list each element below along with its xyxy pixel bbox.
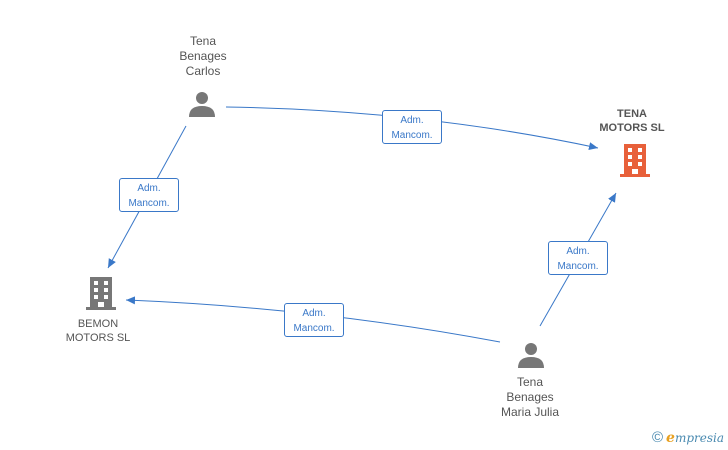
building-icon[interactable] [86, 276, 116, 310]
edge-label-maria-tena[interactable]: Adm. Mancom. [548, 241, 608, 275]
company-label-tena-motors[interactable]: TENA MOTORS SL [599, 107, 664, 135]
edge-label-line: Adm. [566, 246, 590, 257]
brand-name: mpresia [674, 431, 724, 445]
person-icon[interactable] [517, 341, 545, 369]
person-name-line: Benages [179, 49, 227, 63]
edge-label-carlos-tena[interactable]: Adm. Mancom. [382, 110, 442, 144]
person-name-line: Tena [189, 34, 217, 48]
edge-label-line: Mancom. [293, 323, 335, 334]
person-name-line: Tena [516, 375, 544, 389]
company-name-line: MOTORS SL [65, 332, 131, 344]
person-label-maria-julia[interactable]: Tena Benages Maria Julia [501, 375, 559, 420]
company-name-line: TENA [617, 108, 647, 120]
person-name-line: Maria Julia [500, 405, 560, 419]
edge-label-line: Adm. [302, 308, 326, 319]
edge-label-line: Mancom. [557, 261, 599, 272]
edge-label-line: Adm. [400, 115, 424, 126]
brand-initial: e [666, 430, 675, 446]
copyright-symbol: © [651, 429, 664, 446]
edge-label-line: Mancom. [391, 130, 433, 141]
company-label-bemon-motors[interactable]: BEMON MOTORS SL [66, 317, 131, 345]
company-name-line: MOTORS SL [599, 122, 665, 134]
edge-label-carlos-bemon[interactable]: Adm. Mancom. [119, 178, 179, 212]
building-icon[interactable] [620, 143, 650, 177]
person-label-carlos[interactable]: Tena Benages Carlos [179, 34, 226, 79]
person-name-line: Carlos [185, 64, 221, 78]
brand-logo[interactable]: empresia [666, 430, 724, 446]
person-name-line: Benages [506, 390, 554, 404]
edge-label-line: Mancom. [128, 198, 170, 209]
person-icon[interactable] [188, 90, 216, 118]
edge-label-line: Adm. [137, 183, 161, 194]
footer-brand: © empresia [652, 429, 724, 447]
company-name-line: BEMON [77, 318, 119, 330]
edge-label-maria-bemon[interactable]: Adm. Mancom. [284, 303, 344, 337]
